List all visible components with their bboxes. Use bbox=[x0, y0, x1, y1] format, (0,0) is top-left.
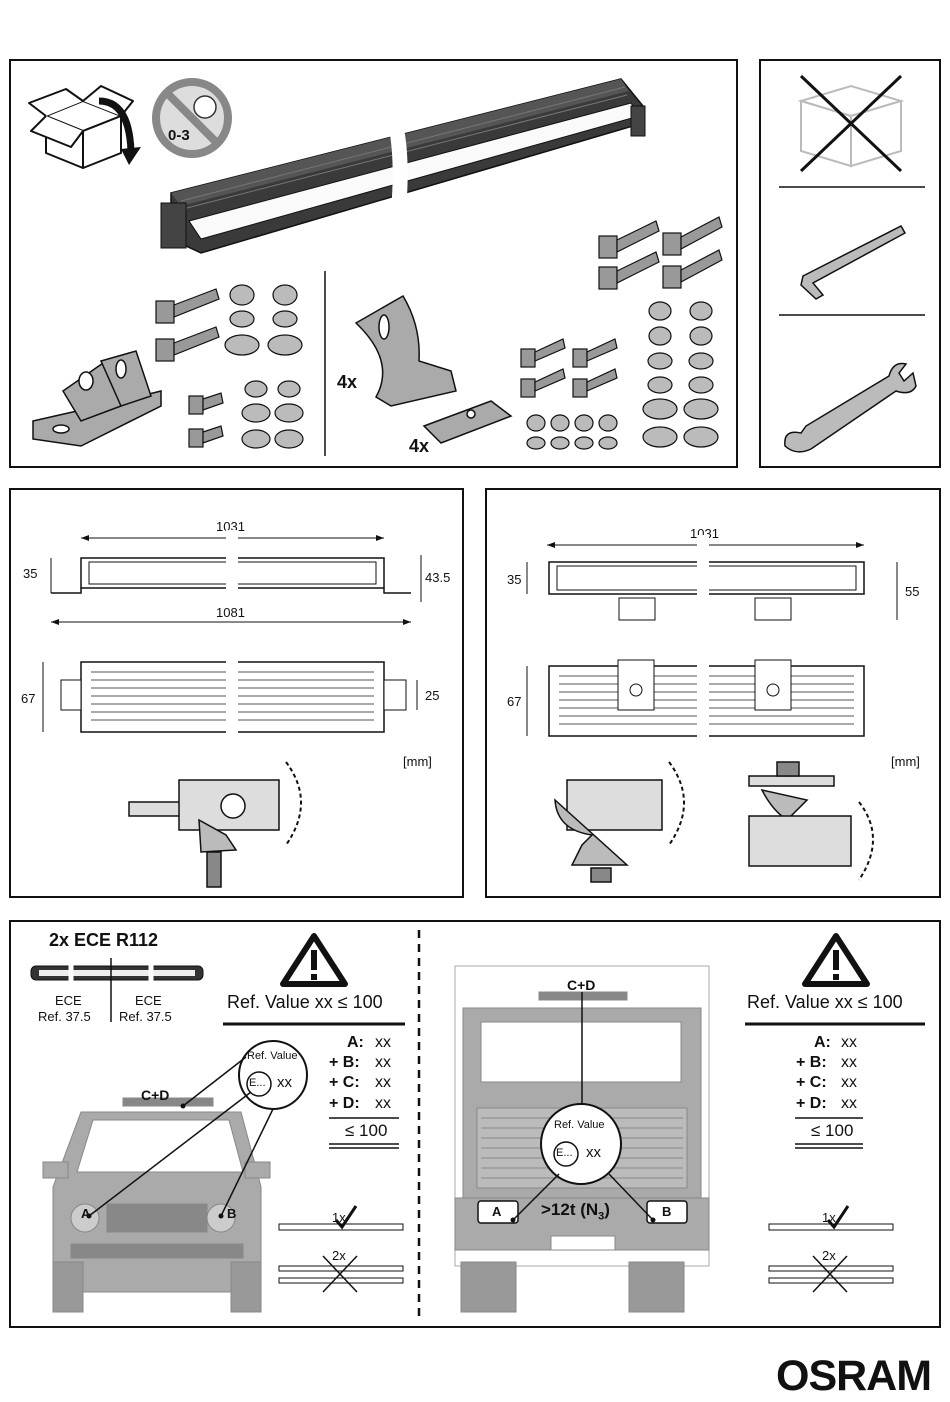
tools-panel bbox=[759, 59, 941, 468]
sum-d-label-r: + D: bbox=[796, 1095, 827, 1113]
bolt-set-illustration bbox=[156, 289, 223, 447]
sum-c-label-r: + C: bbox=[796, 1074, 827, 1092]
nut-washer-set-illustration bbox=[225, 285, 303, 448]
circle-xx-left: xx bbox=[277, 1074, 292, 1091]
sum-c-val-r: xx bbox=[841, 1074, 857, 1092]
mount-detail-right-illustration bbox=[749, 762, 851, 866]
unit-label-r: [mm] bbox=[891, 754, 920, 769]
ece-right-1: ECE bbox=[135, 993, 162, 1008]
bad-count-left: 2x bbox=[332, 1248, 346, 1263]
dimensions-left-drawing: 1031 1081 35 43.5 67 25 [mm] bbox=[11, 490, 466, 900]
mount-detail-left-illustration bbox=[555, 780, 662, 882]
allen-key-icon bbox=[801, 226, 905, 299]
rotate-arrow-icon bbox=[286, 762, 301, 845]
ece-right-2: Ref. 37.5 bbox=[119, 1009, 172, 1024]
sum-d-val: xx bbox=[375, 1095, 391, 1113]
cd-label-right: C+D bbox=[567, 977, 595, 993]
circle-ref-right: Ref. Value bbox=[554, 1119, 605, 1131]
curved-bracket-illustration bbox=[356, 296, 511, 443]
parts-panel: 0-3 bbox=[9, 59, 738, 468]
sum-b-label: + B: bbox=[329, 1054, 360, 1072]
a-label-left: A bbox=[81, 1206, 90, 1221]
ref-value-left: Ref. Value xx ≤ 100 bbox=[227, 992, 383, 1013]
circle-xx-right: xx bbox=[586, 1144, 601, 1161]
warning-left-icon bbox=[283, 936, 345, 984]
sum-d-val-r: xx bbox=[841, 1095, 857, 1113]
ece-left-2: Ref. 37.5 bbox=[38, 1009, 91, 1024]
ece-left-1: ECE bbox=[55, 993, 82, 1008]
mount-detail-illustration bbox=[129, 780, 279, 887]
dimensions-right-panel: 1031 35 55 67 [mm] bbox=[485, 488, 941, 898]
age-warning: 0-3 bbox=[168, 127, 190, 144]
sum-c-val: xx bbox=[375, 1074, 391, 1092]
legal-illustration bbox=[11, 922, 943, 1330]
legal-panel: 2x ECE R112 ECE Ref. 37.5 ECE Ref. 37.5 … bbox=[9, 920, 941, 1328]
dim-height-left-r: 35 bbox=[507, 572, 521, 587]
unit-label: [mm] bbox=[403, 754, 432, 769]
sum-a-label-r: A: bbox=[814, 1034, 831, 1052]
tools-illustration bbox=[761, 61, 943, 470]
dim-height-left: 35 bbox=[23, 566, 37, 581]
sum-d-label: + D: bbox=[329, 1095, 360, 1113]
a-label-right: A bbox=[492, 1204, 501, 1219]
regulation-title: 2x ECE R112 bbox=[49, 930, 158, 951]
sum-c-label: + C: bbox=[329, 1074, 360, 1092]
dim-depth-left-r: 67 bbox=[507, 694, 521, 709]
light-bar-illustration bbox=[161, 79, 645, 253]
sum-a-val-r: xx bbox=[841, 1034, 857, 1052]
no-children-icon: 0-3 bbox=[156, 82, 228, 154]
sum-a-val: xx bbox=[375, 1034, 391, 1052]
sum-b-label-r: + B: bbox=[796, 1054, 827, 1072]
dim-length-bottom: 1081 bbox=[216, 605, 245, 620]
wrench-icon bbox=[785, 364, 916, 452]
clamp-qty: 4x bbox=[409, 436, 429, 456]
osram-logo: OSRAM bbox=[776, 1352, 931, 1401]
sum-b-val-r: xx bbox=[841, 1054, 857, 1072]
bracket-qty: 4x bbox=[337, 372, 357, 392]
bad-count-right: 2x bbox=[822, 1248, 836, 1263]
dim-depth-right: 25 bbox=[425, 688, 439, 703]
dim-height-right: 43.5 bbox=[425, 570, 450, 585]
b-label-left: B bbox=[227, 1206, 236, 1221]
warning-right-icon bbox=[805, 936, 867, 984]
dim-depth-left: 67 bbox=[21, 691, 35, 706]
dim-height-right-r: 55 bbox=[905, 584, 919, 599]
sum-total-r: ≤ 100 bbox=[811, 1121, 853, 1141]
unbox-icon bbox=[29, 86, 133, 168]
circle-e-left: E... bbox=[249, 1077, 266, 1089]
ref-value-right: Ref. Value xx ≤ 100 bbox=[747, 992, 903, 1013]
sum-b-val: xx bbox=[375, 1054, 391, 1072]
dimensions-right-drawing: 1031 35 55 67 [mm] bbox=[487, 490, 943, 900]
circle-e-right: E... bbox=[556, 1147, 573, 1159]
parts-illustration: 0-3 bbox=[11, 61, 740, 470]
ok-count-left: 1x bbox=[332, 1210, 346, 1225]
sum-a-label: A: bbox=[347, 1034, 364, 1052]
ref-value-circle-right bbox=[541, 1104, 621, 1184]
mounting-bracket-illustration bbox=[33, 351, 161, 446]
car-illustration bbox=[43, 1098, 270, 1312]
cd-label-left: C+D bbox=[141, 1087, 169, 1103]
dimensions-left-panel: 1031 1081 35 43.5 67 25 [mm] bbox=[9, 488, 464, 898]
sum-total: ≤ 100 bbox=[345, 1121, 387, 1141]
b-label-right: B bbox=[662, 1204, 671, 1219]
ok-count-right: 1x bbox=[822, 1210, 836, 1225]
circle-ref-left: Ref. Value bbox=[247, 1050, 298, 1062]
truck-weight: >12t (N3) bbox=[541, 1200, 610, 1222]
no-box-icon bbox=[801, 86, 901, 166]
